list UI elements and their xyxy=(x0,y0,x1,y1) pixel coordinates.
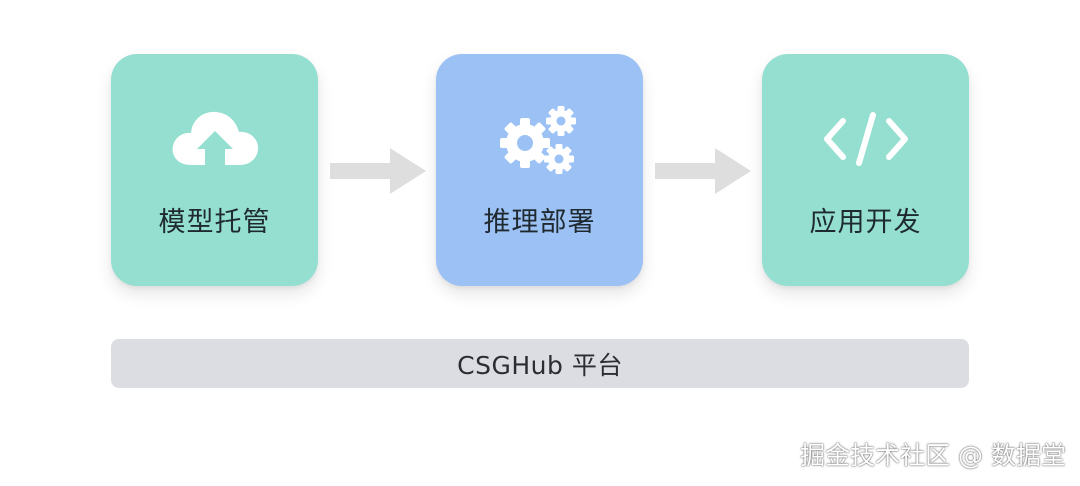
code-icon xyxy=(811,94,921,184)
step-card-model-hosting: 模型托管 xyxy=(111,54,318,286)
gears-icon xyxy=(485,94,595,184)
platform-bar: CSGHub 平台 xyxy=(111,339,969,388)
platform-label: CSGHub 平台 xyxy=(457,350,623,380)
watermark: 掘金技术社区 @ 数据堂 xyxy=(800,441,1066,470)
step-label: 推理部署 xyxy=(483,207,596,238)
step-label: 应用开发 xyxy=(809,207,922,238)
arrow-right-icon xyxy=(655,148,751,194)
arrow-right-icon xyxy=(330,148,426,194)
cloud-upload-icon xyxy=(160,94,270,184)
step-card-inference-deployment: 推理部署 xyxy=(436,54,643,286)
step-card-app-development: 应用开发 xyxy=(762,54,969,286)
step-label: 模型托管 xyxy=(158,207,271,238)
